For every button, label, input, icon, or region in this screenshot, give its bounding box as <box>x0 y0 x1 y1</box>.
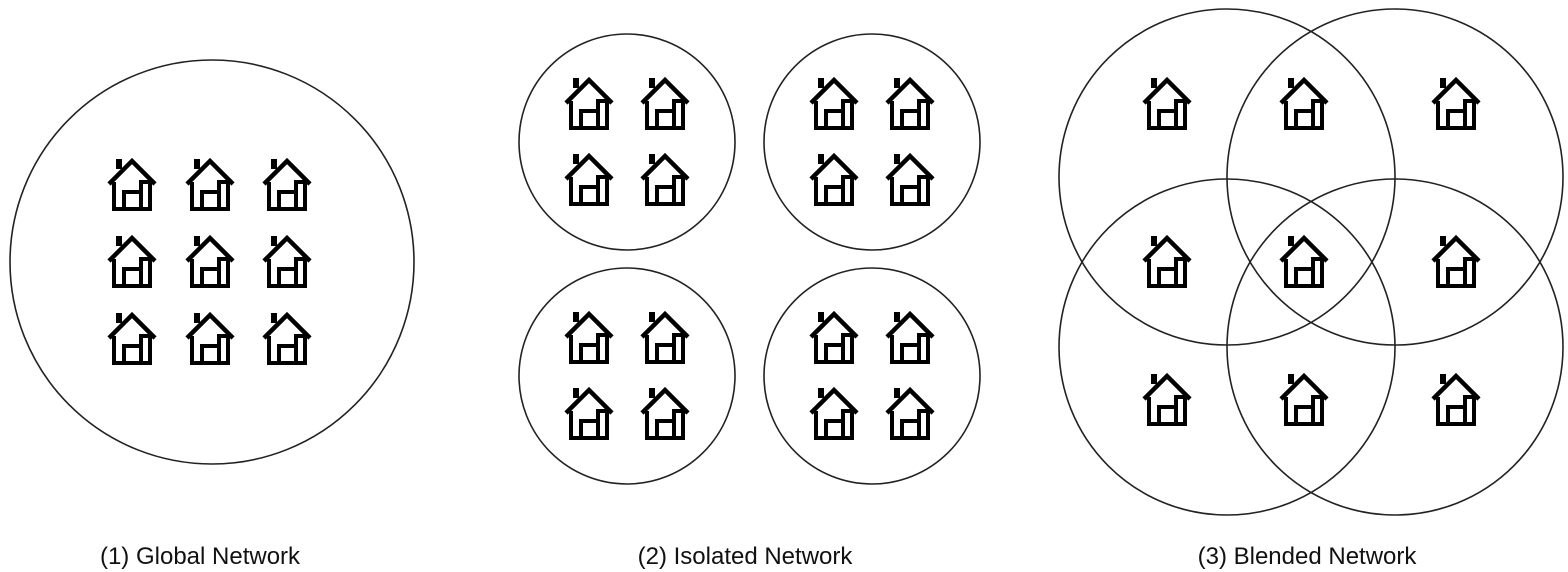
house-icon <box>566 388 612 438</box>
house-icon <box>109 313 155 363</box>
isolated-network-houses <box>566 78 933 438</box>
house-icon <box>1433 374 1479 424</box>
blended-network-caption: (3) Blended Network <box>1198 543 1418 570</box>
house-icon <box>887 312 933 362</box>
house-icon <box>109 159 155 209</box>
house-icon <box>187 236 233 286</box>
house-icon <box>1281 236 1327 286</box>
house-icon <box>811 154 857 204</box>
house-icon <box>642 312 688 362</box>
global-network-circle <box>9 59 415 465</box>
house-icon <box>1433 78 1479 128</box>
isolated-network-caption: (2) Isolated Network <box>638 543 854 570</box>
house-icon <box>1433 236 1479 286</box>
house-icon <box>811 312 857 362</box>
blended-network-circle-bottom-left <box>1058 178 1396 516</box>
isolated-network-panel: (2) Isolated Network <box>518 33 981 570</box>
global-network-caption: (1) Global Network <box>100 543 301 570</box>
isolated-network-circle-top-left <box>518 33 736 251</box>
isolated-network-circle-bottom-left <box>518 267 736 485</box>
house-icon <box>1281 78 1327 128</box>
house-icon <box>566 154 612 204</box>
house-icon <box>187 159 233 209</box>
house-icon <box>1144 236 1190 286</box>
house-icon <box>264 236 310 286</box>
house-icon <box>811 78 857 128</box>
house-icon <box>109 236 155 286</box>
blended-network-circle-bottom-right <box>1226 178 1564 516</box>
blended-network-houses <box>1144 78 1479 424</box>
blended-network-panel: (3) Blended Network <box>1058 8 1564 570</box>
house-icon <box>264 313 310 363</box>
global-network-panel: (1) Global Network <box>9 59 415 570</box>
house-icon <box>1144 78 1190 128</box>
house-icon <box>887 78 933 128</box>
isolated-network-circle-bottom-right <box>763 267 981 485</box>
house-icon <box>566 312 612 362</box>
house-icon <box>642 388 688 438</box>
house-icon <box>264 159 310 209</box>
house-icon <box>642 78 688 128</box>
house-icon <box>887 388 933 438</box>
house-icon <box>1144 374 1190 424</box>
isolated-network-circle-top-right <box>763 33 981 251</box>
global-network-houses <box>109 159 310 363</box>
house-icon <box>642 154 688 204</box>
house-icon <box>811 388 857 438</box>
house-icon <box>566 78 612 128</box>
house-icon <box>1281 374 1327 424</box>
house-icon <box>887 154 933 204</box>
house-icon <box>187 313 233 363</box>
